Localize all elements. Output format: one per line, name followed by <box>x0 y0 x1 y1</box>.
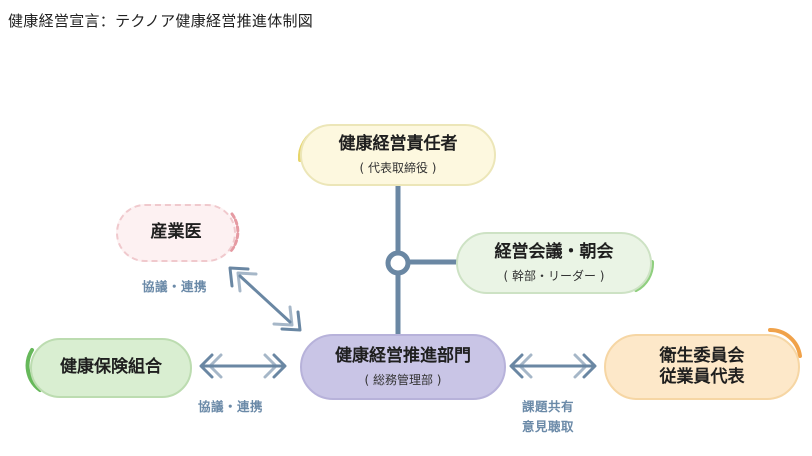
node-promotion-title: 健康経営推進部門 <box>335 345 471 366</box>
node-promotion-subtitle: ( 総務管理部 ) <box>364 373 442 388</box>
label-doctor-link: 協議・連携 <box>142 279 208 294</box>
node-meeting-title: 経営会議・朝会 <box>494 241 614 262</box>
node-responsible-title: 健康経営責任者 <box>338 133 458 154</box>
label-insurance-link: 協議・連携 <box>198 399 264 414</box>
arrow-insurance-promotion <box>199 353 287 379</box>
node-insurance-title: 健康保険組合 <box>60 357 162 378</box>
arrow-promotion-committee <box>509 353 597 379</box>
node-responsible-subtitle: ( 代表取締役 ) <box>359 161 437 176</box>
label-committee-link-line1: 課題共有 <box>522 399 575 414</box>
node-doctor-title: 産業医 <box>150 222 202 243</box>
node-committee: 衛生委員会 従業員代表 <box>604 334 800 400</box>
committee-accent-arc <box>768 327 802 358</box>
node-meeting-subtitle: ( 幹部・リーダー ) <box>503 269 605 284</box>
node-promotion: 健康経営推進部門 ( 総務管理部 ) <box>300 334 506 400</box>
node-meeting: 経営会議・朝会 ( 幹部・リーダー ) <box>456 232 652 294</box>
node-responsible: 健康経営責任者 ( 代表取締役 ) <box>300 124 496 186</box>
node-insurance: 健康保険組合 <box>30 338 192 398</box>
node-committee-title-line1: 衛生委員会 <box>659 345 745 366</box>
label-committee-link-line2: 意見聴取 <box>522 419 575 434</box>
page-title: 健康経営宣言：テクノア健康経営推進体制図 <box>8 12 314 30</box>
arrow-doctor-promotion <box>228 266 302 332</box>
node-committee-title-line2: 従業員代表 <box>659 367 745 387</box>
doctor-accent-arc <box>228 212 240 254</box>
connector-junction <box>385 250 411 276</box>
node-doctor: 産業医 <box>116 204 236 262</box>
